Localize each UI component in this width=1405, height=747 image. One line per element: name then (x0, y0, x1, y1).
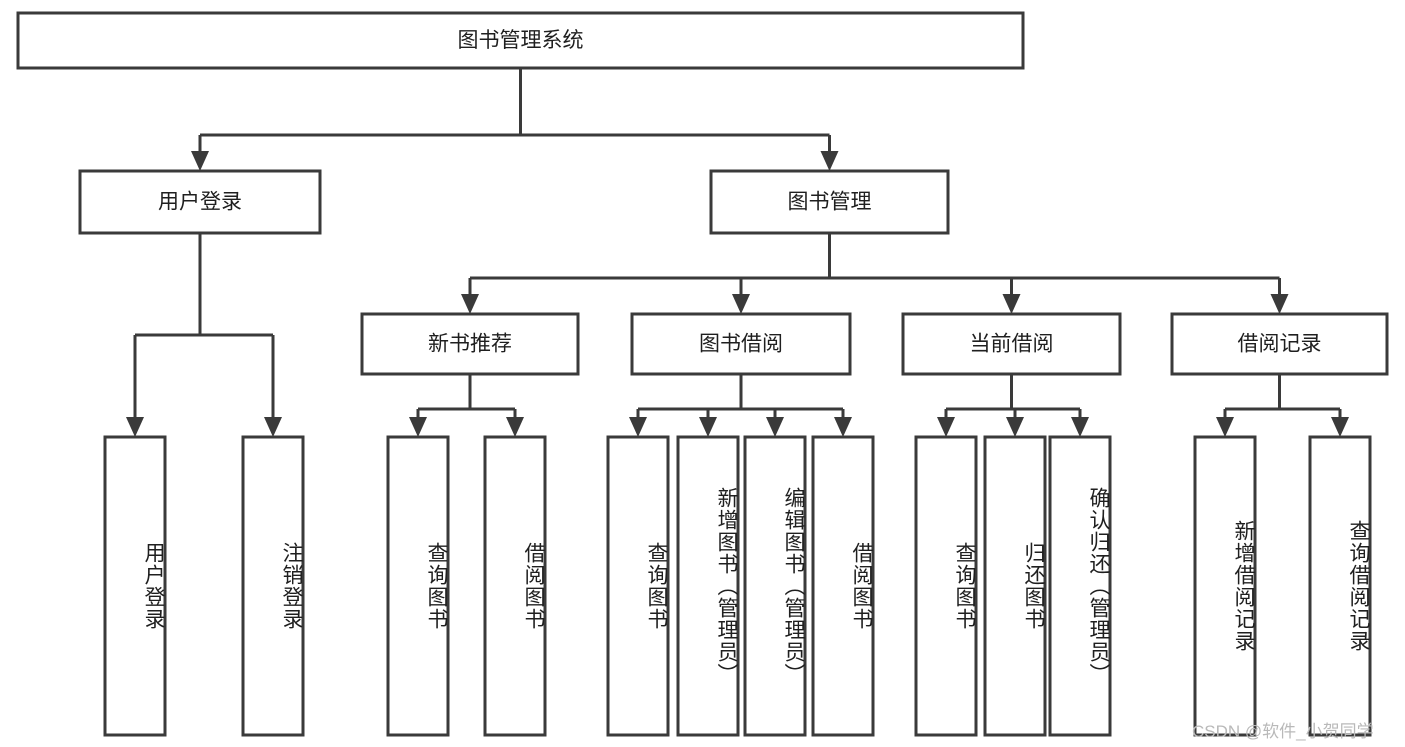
node-box-leaf-0-0[interactable] (386, 435, 450, 737)
node-label-root: 图书管理系统 (458, 29, 584, 52)
arrow-head-icon (766, 417, 784, 437)
arrow-head-icon (834, 417, 852, 437)
arrow-head-icon (409, 417, 427, 437)
node-label-l3-1: 图书借阅 (699, 333, 783, 356)
node-box-leaf-3-0[interactable] (1193, 435, 1257, 737)
arrow-head-icon (937, 417, 955, 437)
node-box-leaf-1-1[interactable] (676, 435, 740, 737)
node-box-leaf-1-0[interactable] (606, 435, 670, 737)
node-box-leaf-3-1[interactable] (1308, 435, 1372, 737)
node-box-leaf-1-3[interactable] (811, 435, 875, 737)
arrow-head-icon (126, 417, 144, 437)
arrow-head-icon (1071, 417, 1089, 437)
arrow-head-icon (629, 417, 647, 437)
node-box-l3-0[interactable] (360, 312, 580, 376)
node-box-l3-1[interactable] (630, 312, 852, 376)
arrow-head-icon (1270, 294, 1289, 314)
node-box-leaf-1-2[interactable] (743, 435, 807, 737)
node-label-l3-3: 借阅记录 (1238, 333, 1322, 356)
node-label-l3-2: 当前借阅 (970, 333, 1054, 356)
node-box-l2-1[interactable] (709, 169, 950, 235)
arrow-head-icon (264, 417, 282, 437)
arrow-head-icon (820, 151, 839, 171)
arrow-head-icon (191, 151, 209, 171)
node-box-layer (16, 11, 1389, 737)
node-box-leaf-2-1[interactable] (983, 435, 1047, 737)
node-label-l3-0: 新书推荐 (428, 333, 512, 356)
node-box-leaf-0-0[interactable] (103, 435, 167, 737)
arrow-head-icon (506, 417, 524, 437)
arrow-head-icon (461, 294, 479, 314)
connector-layer (126, 68, 1349, 437)
node-box-leaf-0-1[interactable] (483, 435, 547, 737)
node-box-l3-2[interactable] (901, 312, 1122, 376)
arrow-head-icon (1006, 417, 1024, 437)
arrow-head-icon (1002, 294, 1021, 314)
csdn-watermark: CSDN @软件_小贺同学 (1192, 722, 1374, 741)
arrow-head-icon (1216, 417, 1234, 437)
node-box-leaf-0-1[interactable] (241, 435, 305, 737)
arrow-head-icon (1331, 417, 1349, 437)
node-box-root[interactable] (16, 11, 1025, 70)
node-box-l3-3[interactable] (1170, 312, 1389, 376)
node-label-l2-0: 用户登录 (158, 191, 242, 214)
node-label-l2-1: 图书管理 (788, 191, 872, 214)
arrow-head-icon (699, 417, 717, 437)
node-box-l2-0[interactable] (78, 169, 322, 235)
node-box-leaf-2-0[interactable] (914, 435, 978, 737)
arrow-head-icon (732, 294, 750, 314)
node-box-leaf-2-2[interactable] (1048, 435, 1112, 737)
